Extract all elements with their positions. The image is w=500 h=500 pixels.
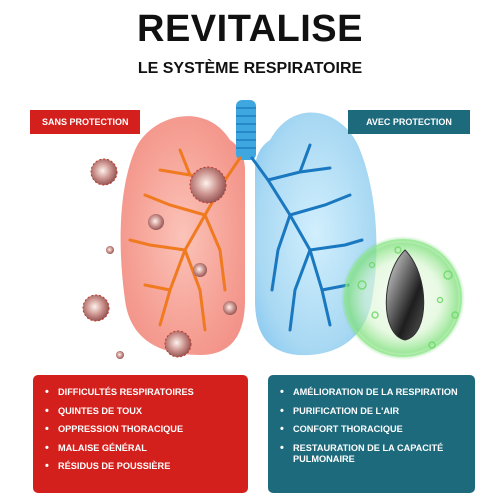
right-bronchi <box>250 143 364 332</box>
trachea <box>236 100 256 160</box>
pendant-icon <box>385 249 425 341</box>
benefits-panel: AMÉLIORATION DE LA RESPIRATION PURIFICAT… <box>268 375 475 493</box>
list-item: MALAISE GÉNÉRAL <box>45 443 238 454</box>
page-subtitle: LE SYSTÈME RESPIRATOIRE <box>137 60 363 77</box>
list-item: AMÉLIORATION DE LA RESPIRATION <box>280 387 465 398</box>
list-item: QUINTES DE TOUX <box>45 406 238 417</box>
list-item: OPPRESSION THORACIQUE <box>45 424 238 435</box>
left-lung <box>120 116 245 355</box>
list-item: DIFFICULTÉS RESPIRATOIRES <box>45 387 238 398</box>
list-item: RÉSIDUS DE POUSSIÈRE <box>45 461 238 472</box>
lungs-illustration <box>82 100 465 360</box>
without-protection-badge: SANS PROTECTION <box>30 110 140 134</box>
list-item: CONFORT THORACIQUE <box>280 424 465 435</box>
virus-icon <box>82 158 237 359</box>
page-title: REVITALISE <box>137 8 363 50</box>
symptoms-panel: DIFFICULTÉS RESPIRATOIRES QUINTES DE TOU… <box>33 375 248 493</box>
list-item: RESTAURATION DE LA CAPACITÉ PULMONAIRE <box>280 443 465 465</box>
with-protection-badge: AVEC PROTECTION <box>348 110 470 134</box>
left-bronchi <box>128 148 242 332</box>
list-item: PURIFICATION DE L'AIR <box>280 406 465 417</box>
